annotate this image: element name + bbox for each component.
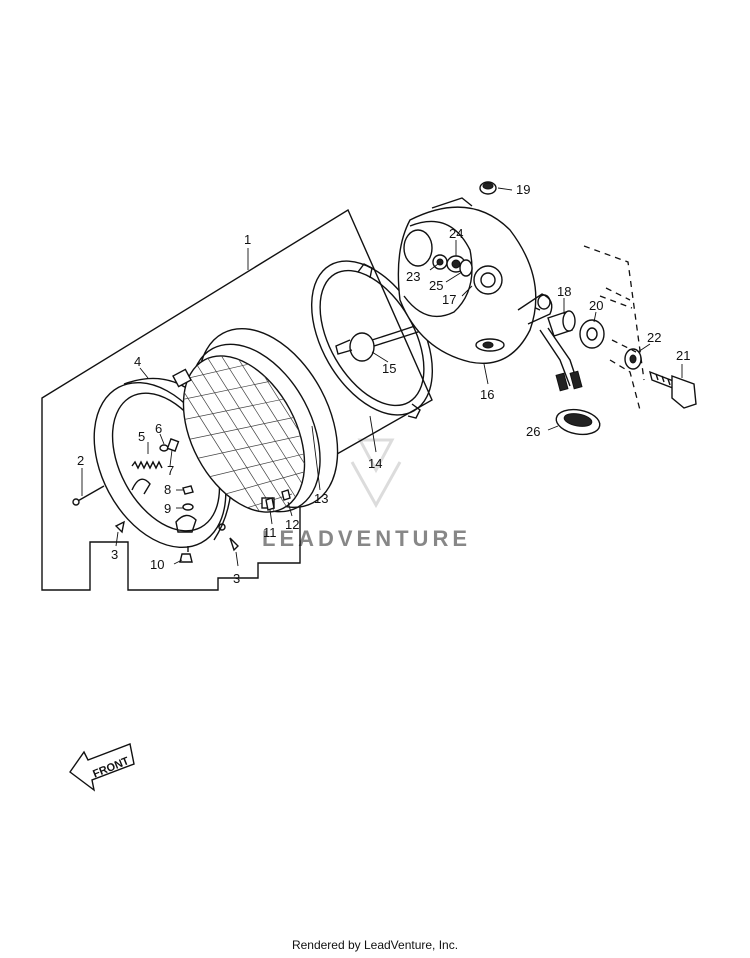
leader-lines — [81, 187, 683, 567]
front-arrow-icon: FRONT — [69, 743, 135, 792]
assembly-boundary — [41, 208, 433, 591]
callout-15: 15 — [382, 361, 396, 376]
callout-labels: 1 2 3 3 4 5 6 7 8 9 10 11 12 13 14 15 16… — [77, 182, 690, 586]
callout-24: 24 — [449, 226, 463, 241]
callout-14: 14 — [368, 456, 382, 471]
callout-3a: 3 — [111, 547, 118, 562]
callout-17: 17 — [442, 292, 456, 307]
callout-23: 23 — [406, 269, 420, 284]
mount-bolt — [648, 370, 697, 409]
callout-22: 22 — [647, 330, 661, 345]
callout-2: 2 — [77, 453, 84, 468]
callout-16: 16 — [480, 387, 494, 402]
callout-12: 12 — [285, 517, 299, 532]
callout-3b: 3 — [233, 571, 240, 586]
callout-5: 5 — [138, 429, 145, 444]
watermark-logo: LEADVENTURE — [262, 438, 471, 551]
sealed-beam-unit — [159, 327, 339, 533]
callout-20: 20 — [589, 298, 603, 313]
fork-bracket-outline — [583, 245, 645, 411]
washer-20 — [579, 319, 605, 349]
collar — [547, 310, 576, 337]
callout-21: 21 — [676, 348, 690, 363]
callout-8: 8 — [164, 482, 171, 497]
screw-2 — [72, 485, 105, 506]
small-hardware — [159, 438, 291, 563]
footer-credit: Rendered by LeadVenture, Inc. — [291, 938, 459, 952]
callout-9: 9 — [164, 501, 171, 516]
callout-7: 7 — [167, 463, 174, 478]
callout-6: 6 — [155, 421, 162, 436]
watermark-text: LEADVENTURE — [262, 526, 471, 551]
callout-19: 19 — [516, 182, 530, 197]
adjust-spring — [131, 460, 163, 470]
callout-10: 10 — [150, 557, 164, 572]
grommet — [555, 408, 601, 436]
callout-11: 11 — [263, 525, 277, 540]
callout-1: 1 — [244, 232, 251, 247]
callout-18: 18 — [557, 284, 571, 299]
callout-25: 25 — [429, 278, 443, 293]
headlight-housing — [397, 197, 583, 392]
rubber-cap — [479, 181, 497, 195]
callout-26: 26 — [526, 424, 540, 439]
callout-13: 13 — [314, 491, 328, 506]
screw-3a — [114, 520, 125, 534]
screw-3b — [229, 537, 239, 552]
callout-4: 4 — [134, 354, 141, 369]
